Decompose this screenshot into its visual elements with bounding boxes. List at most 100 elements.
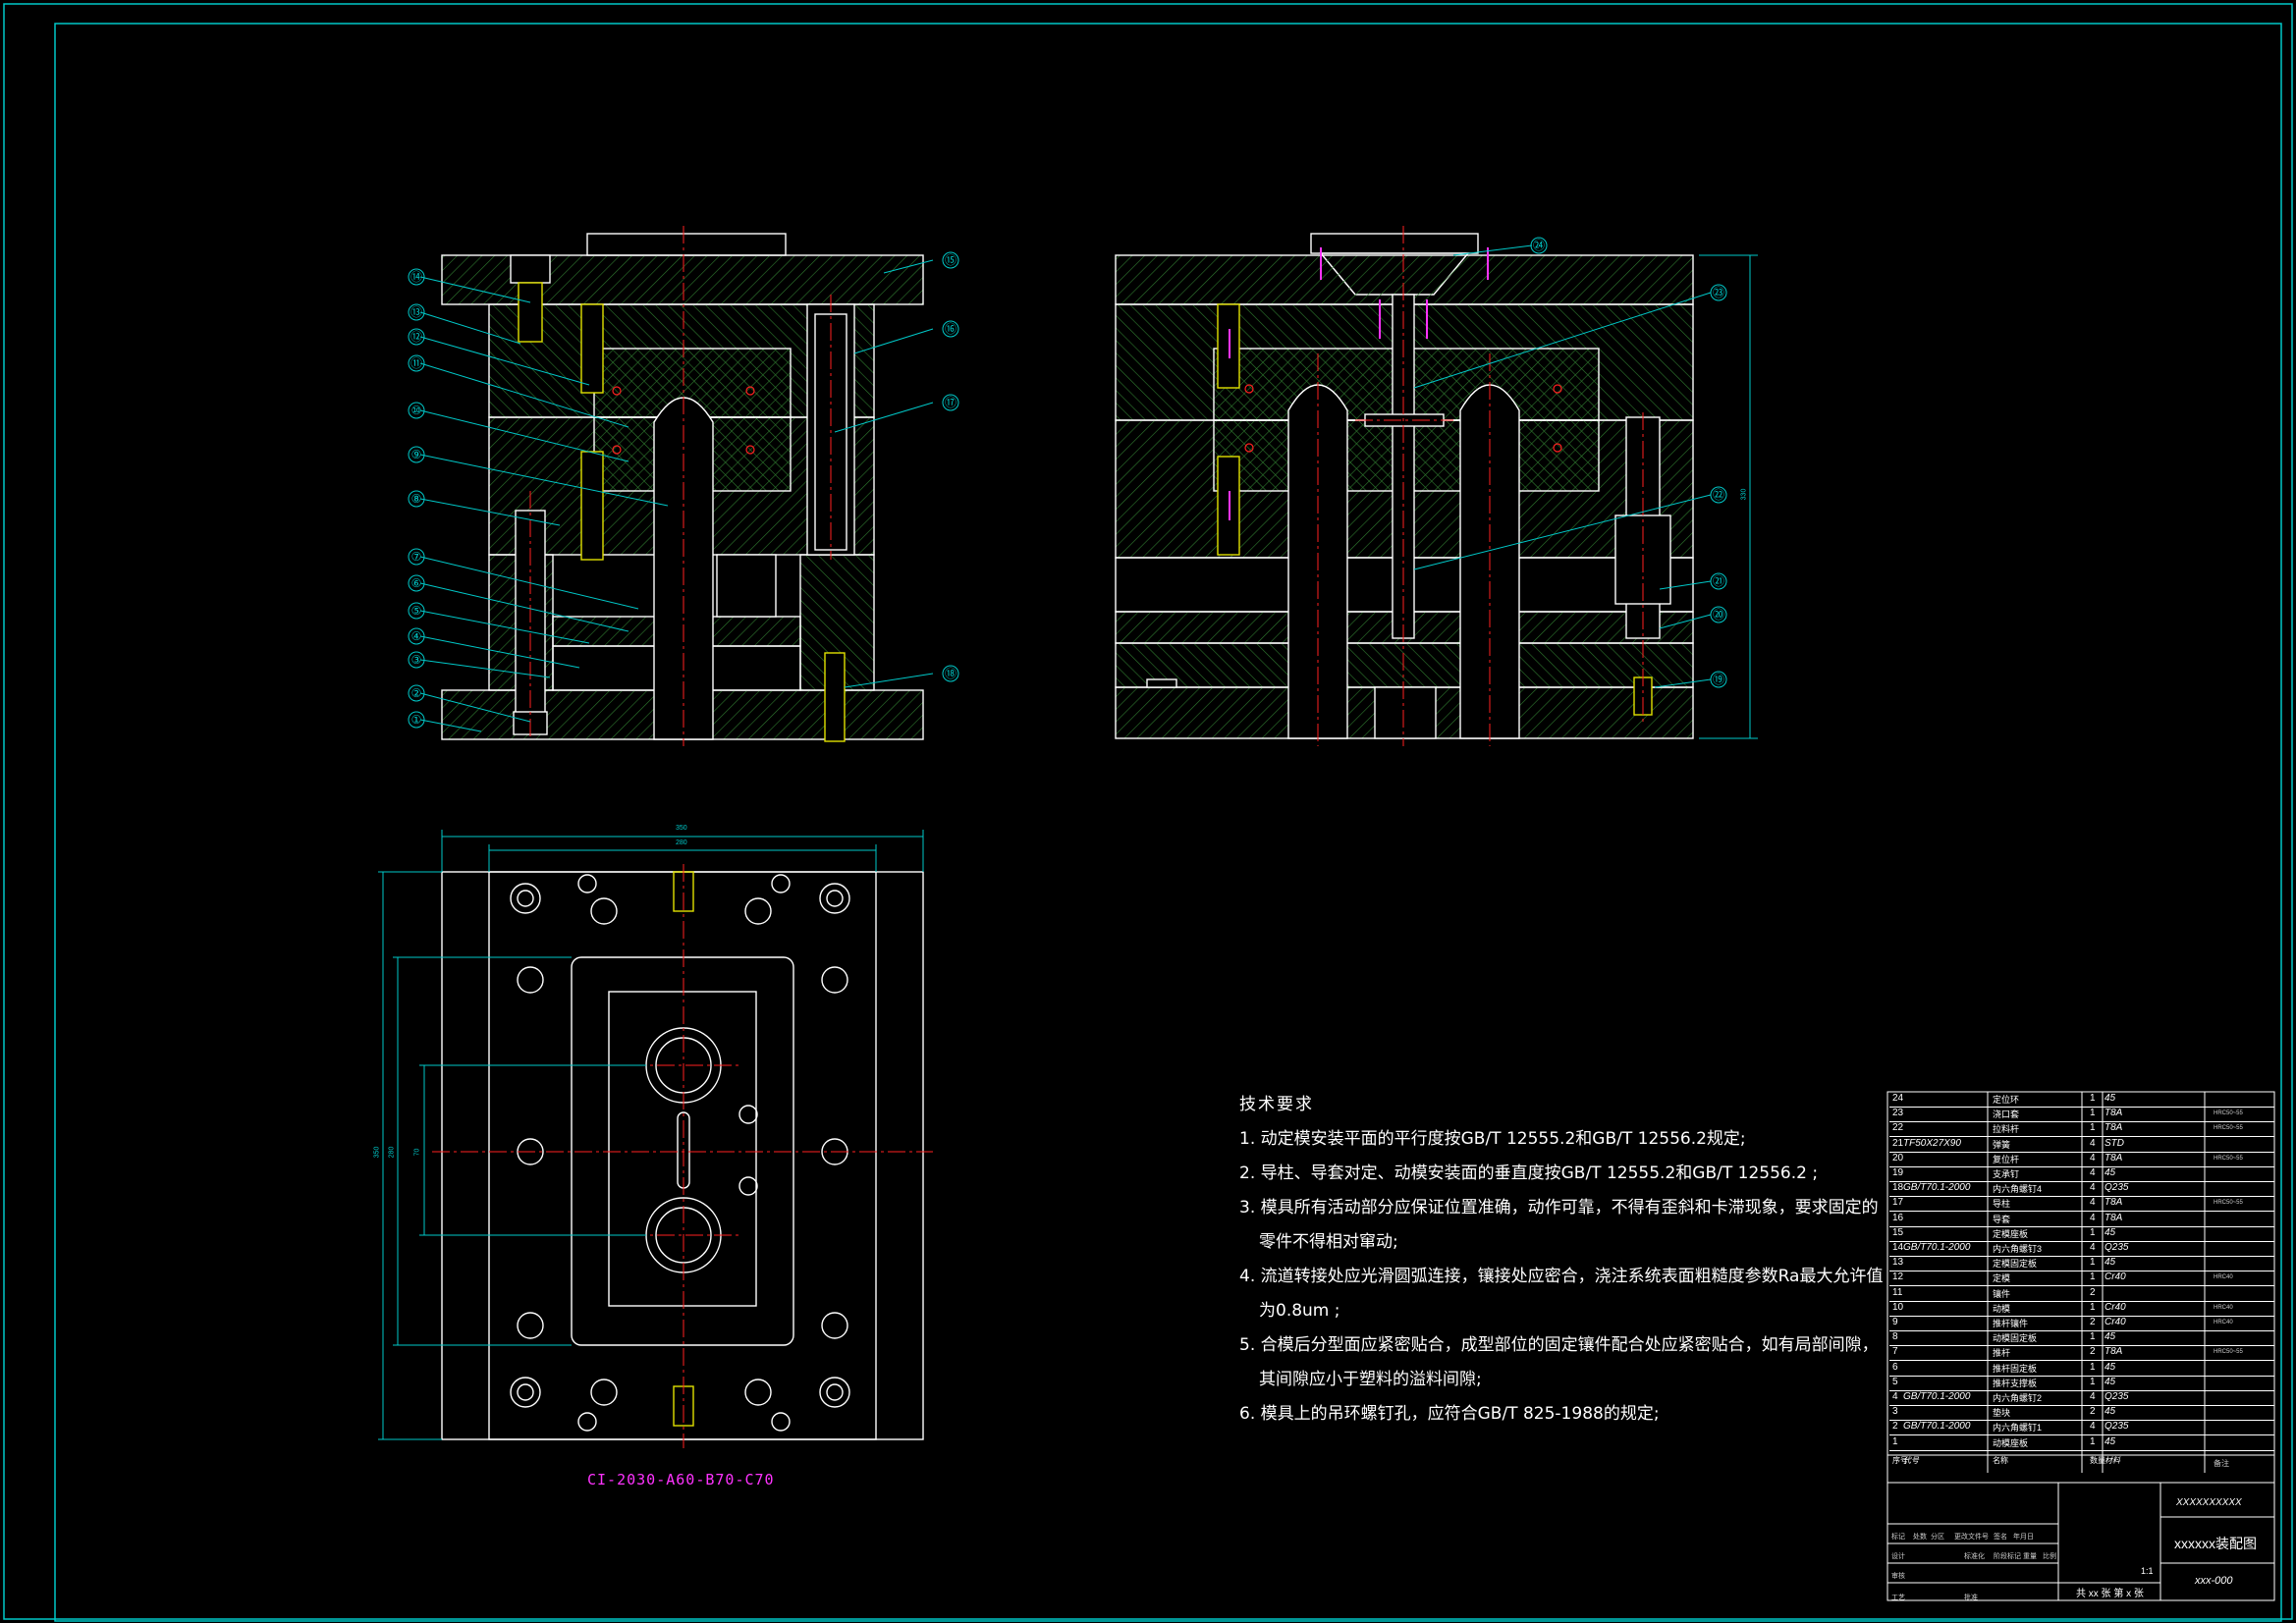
bom-cell-name: 内六角螺钉4	[1993, 1184, 2043, 1195]
bom-header-code: 代号	[1903, 1455, 1919, 1465]
title-block-label: 处数	[1913, 1534, 1927, 1541]
bom-cell-no: 24	[1892, 1093, 1904, 1104]
title-block-label: 批准	[1964, 1595, 1978, 1601]
bom-cell-name: 定模座板	[1993, 1228, 2029, 1239]
front-balloon-label: ⑬	[410, 305, 422, 319]
title-block-grid	[1886, 1482, 2275, 1601]
bom-cell-mat: Q235	[2105, 1242, 2129, 1253]
bom-cell-name: 导柱	[1993, 1199, 2011, 1210]
bom-cell-qty: 1	[2090, 1093, 2096, 1104]
bom-cell-mat: Q235	[2105, 1421, 2129, 1433]
bom-cell-qty: 4	[2090, 1212, 2096, 1223]
bom-cell-name: 垫块	[1993, 1408, 2011, 1419]
front-balloon-label: ②	[411, 686, 422, 700]
bom-cell-note: HRC40	[2214, 1304, 2233, 1311]
bom-cell-no: 22	[1892, 1122, 1904, 1134]
plan-dim-left-mid: 280	[388, 1146, 396, 1159]
bom-cell-no: 5	[1892, 1376, 1898, 1387]
bom-header: 序号代号名称数量材料备注	[1889, 1454, 2274, 1469]
front-balloon-label: ⑨	[411, 448, 422, 461]
plan-dim-left-inner: 70	[413, 1148, 421, 1157]
side-leaders	[1413, 244, 1712, 688]
title-drawing-name: xxxxxx装配图	[2174, 1536, 2257, 1551]
title-block-label: 阶段标记	[1994, 1553, 2021, 1560]
title-block-label: 签名	[1994, 1534, 2007, 1541]
title-block-label: 年月日	[2013, 1534, 2034, 1541]
bom-cell-name: 动模座板	[1993, 1437, 2029, 1448]
side-balloon-label: ⑲	[1713, 673, 1724, 686]
bom-cell-name: 推杆镶件	[1993, 1319, 2029, 1328]
bom-cell-no: 21	[1892, 1137, 1904, 1149]
bom-cell-qty: 1	[2090, 1108, 2096, 1119]
bom-cell-name: 支承钉	[1993, 1169, 2020, 1179]
plan-dim-left-outer: 350	[373, 1146, 381, 1159]
title-block-label: 更改文件号	[1954, 1534, 1989, 1541]
bom-cell-name: 推杆	[1993, 1348, 2011, 1359]
front-centerlines	[529, 226, 832, 746]
bom-cell-no: 15	[1892, 1226, 1904, 1238]
bom-cell-name: 镶件	[1993, 1288, 2011, 1299]
mold-base-model-code: CI-2030-A60-B70-C70	[587, 1471, 775, 1488]
side-balloon-label: ⑳	[1713, 608, 1724, 622]
bom-cell-name: 内六角螺钉2	[1993, 1393, 2043, 1403]
bom-cell-no: 12	[1892, 1271, 1904, 1283]
bom-cell-no: 7	[1892, 1346, 1898, 1358]
bom-cell-no: 16	[1892, 1212, 1904, 1223]
front-balloon-label: ③	[411, 653, 422, 667]
bom-cell-name: 弹簧	[1993, 1139, 2011, 1150]
bom-cell-name: 定模	[1993, 1273, 2011, 1284]
bom-cell-mat: 45	[2105, 1093, 2116, 1104]
front-balloon-label: ⑥	[411, 576, 422, 590]
bom-header-name: 名称	[1993, 1455, 2008, 1465]
bom-cell-qty: 4	[2090, 1167, 2096, 1178]
plan-centerlines	[432, 864, 933, 1448]
bom-cell-name: 内六角螺钉1	[1993, 1423, 2043, 1434]
bom-cell-mat: 45	[2105, 1406, 2116, 1418]
bom-cell-name: 导套	[1993, 1214, 2011, 1224]
title-company: XXXXXXXXXX	[2176, 1497, 2242, 1508]
front-balloons	[408, 251, 959, 729]
front-balloon-label: ⑮	[945, 253, 957, 267]
bom-cell-no: 20	[1892, 1152, 1904, 1163]
title-block-label: 设计	[1891, 1553, 1905, 1560]
bom-cell-no: 11	[1892, 1286, 1903, 1298]
title-block-label: 重量	[2023, 1553, 2037, 1560]
bom-cell-no: 3	[1892, 1406, 1898, 1418]
bom-cell-note: HRC50~55	[2214, 1200, 2243, 1207]
bom-cell-note: HRC40	[2214, 1320, 2233, 1325]
side-magenta-marks	[1229, 247, 1489, 520]
bom-cell-qty: 1	[2090, 1361, 2096, 1373]
sheet-border-outer	[3, 3, 2293, 1620]
bom-cell-note: HRC50~55	[2214, 1349, 2243, 1356]
bom-cell-qty: 1	[2090, 1226, 2096, 1238]
bom-cell-note: HRC50~55	[2214, 1110, 2243, 1117]
front-balloon-label: ⑰	[945, 396, 957, 409]
tech-title: 技术要求	[1239, 1095, 1314, 1114]
bom-cell-mat: Q235	[2105, 1391, 2129, 1402]
side-height-dim-label: 330	[1740, 488, 1748, 501]
title-block-label: 审核	[1891, 1573, 1905, 1580]
title-block-label: 工艺	[1891, 1595, 1905, 1601]
bom-cell-code: GB/T70.1-2000	[1903, 1242, 1971, 1253]
bom-cell-qty: 4	[2090, 1421, 2096, 1433]
front-balloon-label: ⑧	[411, 492, 422, 506]
front-balloon-label: ⑯	[945, 322, 957, 336]
plan-view	[441, 871, 924, 1440]
tech-item-3-cont: 零件不得相对窜动;	[1259, 1232, 1398, 1252]
front-section-view	[441, 233, 924, 742]
bom-header-mat: 材料	[2105, 1455, 2120, 1465]
bom-cell-no: 19	[1892, 1167, 1904, 1178]
bom-cell-mat: 45	[2105, 1257, 2116, 1269]
side-red-holes	[1244, 384, 1562, 453]
bom-cell-qty: 1	[2090, 1301, 2096, 1313]
